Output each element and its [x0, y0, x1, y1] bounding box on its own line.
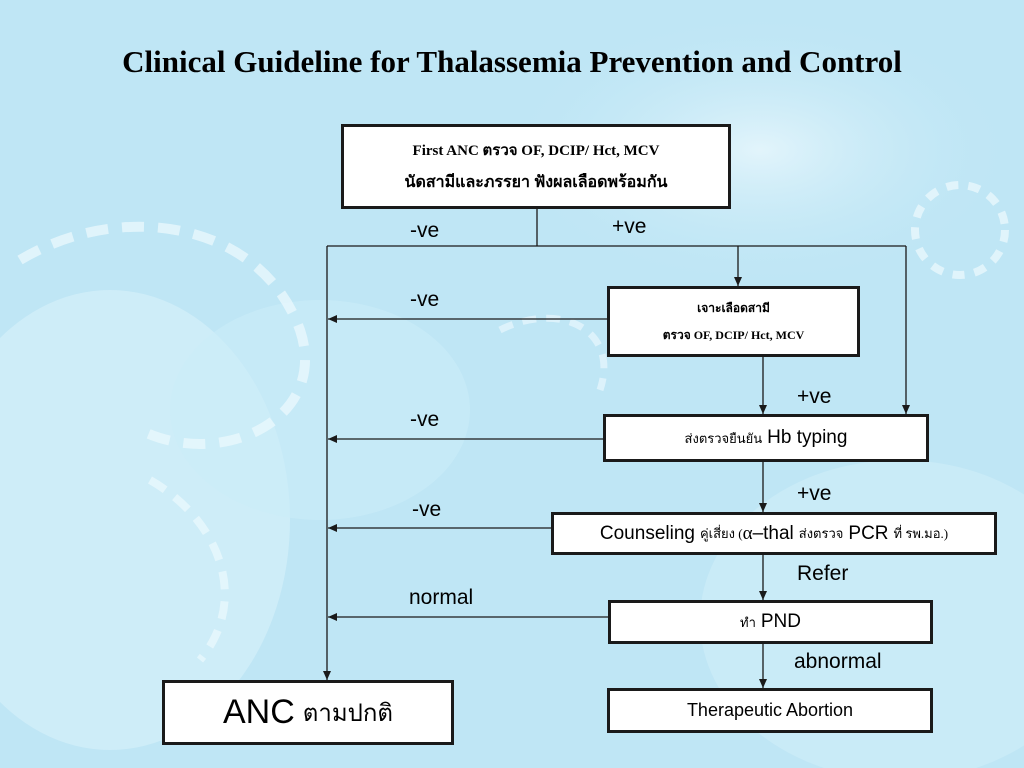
edge-label-normal: normal [409, 586, 474, 609]
node-counseling-thai1: คู่เสี่ยง ( [699, 526, 743, 541]
edge-label-neg-first: -ve [410, 219, 440, 242]
node-husband-test-line1: เจาะเลือดสามี [697, 300, 770, 315]
edge-label-neg-counseling: -ve [412, 498, 442, 521]
node-therapeutic-abortion: Therapeutic Abortion [607, 688, 933, 733]
node-pnd-main: PND [760, 611, 801, 632]
node-hb-typing-main: Hb typing [767, 427, 848, 448]
edge-label-pos-husband: +ve [797, 385, 832, 408]
node-pnd: ทำ PND [608, 600, 933, 644]
node-anc-normal: ANC ตามปกติ [162, 680, 454, 745]
node-counseling: Counseling คู่เสี่ยง ( α –thal ส่งตรวจ P… [551, 512, 997, 555]
node-first-anc-line1: First ANC ตรวจ OF, DCIP/ Hct, MCV [412, 143, 660, 159]
node-counseling-thai2: ส่งตรวจ [798, 526, 844, 541]
node-hb-typing: ส่งตรวจยืนยัน Hb typing [603, 414, 929, 462]
node-counseling-pcr: PCR [848, 522, 889, 544]
edge-label-neg-hb: -ve [410, 408, 440, 431]
edge-label-refer: Refer [797, 562, 849, 585]
node-husband-test: เจาะเลือดสามี ตรวจ OF, DCIP/ Hct, MCV [607, 286, 860, 357]
node-anc-normal-main: ANC [222, 693, 295, 731]
node-anc-normal-thai: ตามปกติ [302, 701, 394, 727]
edge-label-pos-first: +ve [612, 215, 647, 238]
edge-label-neg-husband: -ve [410, 288, 440, 311]
node-husband-test-line2: ตรวจ OF, DCIP/ Hct, MCV [662, 327, 805, 342]
node-pnd-prefix: ทำ [740, 614, 756, 630]
edge-label-pos-hb: +ve [797, 482, 832, 505]
node-counseling-thal: –thal [752, 522, 794, 544]
node-counseling-thai3: ที่ รพ.มอ.) [893, 526, 949, 541]
node-hb-typing-prefix: ส่งตรวจยืนยัน [684, 430, 763, 446]
node-first-anc: First ANC ตรวจ OF, DCIP/ Hct, MCV นัดสาม… [341, 124, 731, 209]
page-title: Clinical Guideline for Thalassemia Preve… [122, 44, 902, 79]
node-counseling-main: Counseling [599, 522, 695, 544]
node-counseling-alpha: α [742, 522, 753, 544]
node-first-anc-line2: นัดสามีและภรรยา ฟังผลเลือดพร้อมกัน [404, 174, 668, 191]
node-therapeutic-abortion-main: Therapeutic Abortion [686, 700, 854, 720]
edge-label-abnormal: abnormal [794, 650, 882, 673]
